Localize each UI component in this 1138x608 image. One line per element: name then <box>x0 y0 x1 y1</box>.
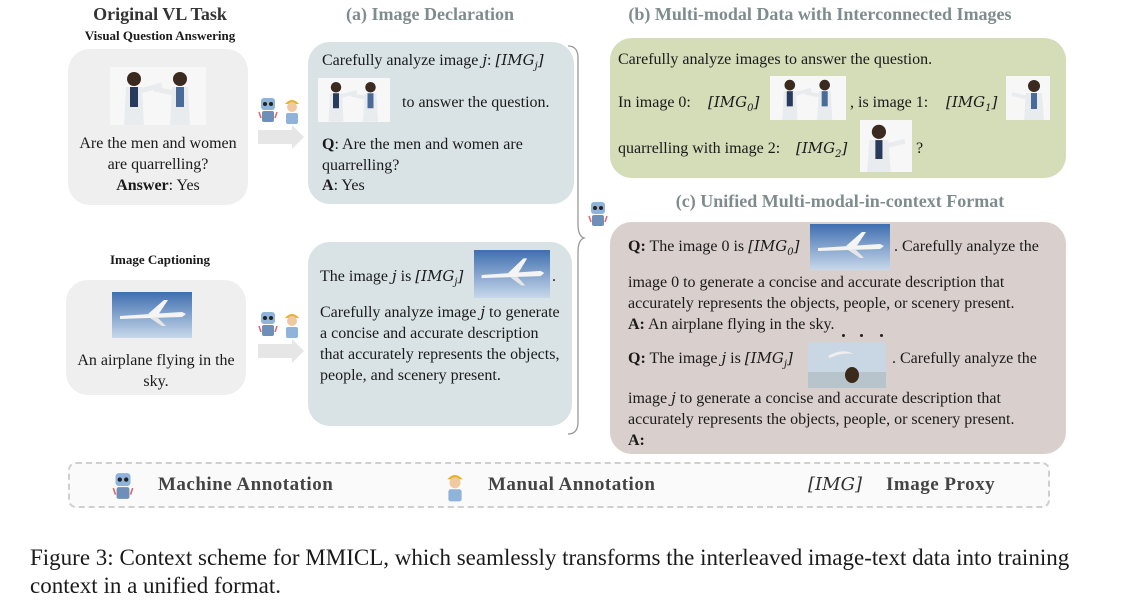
vqa-question: Are the men and women are quarrelling? <box>79 135 237 173</box>
declaration-vqa-line1: Carefully analyze image j: [IMGj] <box>322 50 572 77</box>
decl-vqa-var: j <box>482 51 488 69</box>
unified-q2-suffix: . Carefully analyze the <box>892 350 1037 367</box>
unified-q1-suffix: . Carefully analyze the <box>894 238 1039 255</box>
legend-proxy-token: [IMG] <box>808 474 862 495</box>
legend-proxy-label: Image Proxy <box>886 474 996 495</box>
decl-vqa-token: [IMGj] <box>495 51 544 72</box>
decl-vqa-answer: A: Yes <box>322 175 562 196</box>
bird-bear-image <box>808 342 886 388</box>
decl-vqa-q-text: : Are the men and women are quarrelling? <box>322 136 523 174</box>
unified-a1: A: An airplane flying in the sky. <box>628 316 835 333</box>
worker-icon <box>282 96 302 129</box>
legend: Machine Annotation Manual Annotation [IM… <box>68 462 1050 508</box>
vqa-answer: Answer: Yes <box>68 175 248 196</box>
decl-vqa-q-label: Q <box>322 136 335 153</box>
people-quarrel-image <box>318 78 390 122</box>
unified-q1-line: Q: The image 0 is [IMG0] <box>628 237 800 258</box>
header-unified-format: (c) Unified Multi-modal-in-context Forma… <box>675 191 1005 211</box>
arrow-caption <box>258 339 304 363</box>
arrow-vqa <box>258 125 304 149</box>
decl-cap-body: Carefully analyze image j to generate a … <box>320 303 560 384</box>
decl-cap-period: . <box>552 268 556 285</box>
mm-line3-prefix: quarrelling with image 2: <box>618 140 781 157</box>
mm-line2-prefix: In image 0: <box>618 94 691 111</box>
decl-vqa-a-text: : Yes <box>333 177 365 194</box>
figure-caption: Figure 3: Context scheme for MMICL, whic… <box>30 545 1070 598</box>
mm-line2-mid: , is image 1: <box>850 94 929 111</box>
unified-q1-body: image 0 to generate a concise and accura… <box>628 274 1015 312</box>
captioning-title: Image Captioning <box>109 252 211 267</box>
robot-icon <box>112 471 134 506</box>
vqa-title: Visual Question Answering <box>84 28 236 43</box>
robot-icon <box>588 200 608 233</box>
vqa-answer-value: : Yes <box>168 177 200 194</box>
man-pointing-image <box>1006 76 1050 120</box>
mm-line1: Carefully analyze images to answer the q… <box>618 51 933 68</box>
mm-token0: [IMG0] <box>708 93 760 114</box>
airplane-image <box>474 250 550 298</box>
unified-panel: Q: The image 0 is [IMG0] . Carefully ana… <box>610 222 1066 454</box>
caption-text: An airplane flying in the sky. <box>77 352 235 390</box>
people-quarrel-image <box>770 76 846 120</box>
worker-icon <box>444 470 466 507</box>
worker-icon <box>282 310 302 343</box>
vqa-answer-label: Answer <box>116 177 169 194</box>
header-multi-modal: (b) Multi-modal Data with Interconnected… <box>628 4 1012 24</box>
legend-manual: Manual Annotation <box>488 474 656 495</box>
unified-q2-body: image j to generate a concise and accura… <box>628 389 1015 428</box>
legend-machine: Machine Annotation <box>158 474 334 495</box>
man-pointing-image <box>860 120 912 172</box>
decl-vqa-colon: : <box>487 52 492 69</box>
declaration-vqa-panel: Carefully analyze image j: [IMGj] to ans… <box>308 42 574 204</box>
decl-vqa-prefix: Carefully analyze image <box>322 52 479 69</box>
decl-cap-line1: The image j is [IMGj] <box>320 267 464 288</box>
unified-a2: A: <box>628 432 645 449</box>
original-vqa-panel: Are the men and women are quarrelling? A… <box>68 49 248 205</box>
robot-icon <box>258 310 278 343</box>
original-caption-panel: An airplane flying in the sky. <box>66 280 246 395</box>
decl-vqa-suffix: to answer the question. <box>402 94 550 111</box>
robot-icon <box>258 96 278 129</box>
declaration-caption-panel: The image j is [IMGj] . Carefully analyz… <box>308 242 572 426</box>
airplane-image <box>810 224 890 270</box>
unified-q2-line: Q: The image j is [IMGj] <box>628 349 793 370</box>
header-original-task: Original VL Task <box>93 4 227 24</box>
decl-vqa-question: Q: Are the men and women are quarrelling… <box>322 134 562 176</box>
brace <box>567 45 586 435</box>
decl-vqa-a-label: A <box>322 177 334 194</box>
mm-token2: [IMG2] <box>796 139 848 160</box>
multimodal-panel: Carefully analyze images to answer the q… <box>610 38 1066 178</box>
mm-line3-suffix: ? <box>916 140 924 157</box>
header-image-declaration: (a) Image Declaration <box>346 4 514 24</box>
people-quarrel-image <box>110 67 206 125</box>
airplane-image <box>112 292 192 338</box>
mm-token1: [IMG1] <box>946 93 998 114</box>
